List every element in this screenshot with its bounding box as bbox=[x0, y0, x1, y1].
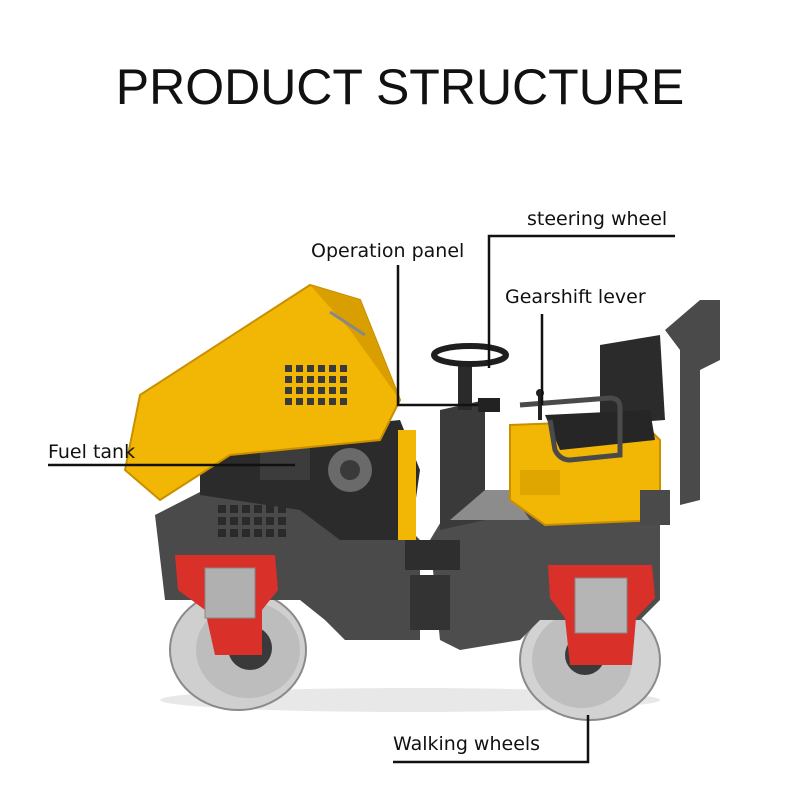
engine-hood bbox=[123, 283, 402, 502]
leader-steering-wheel bbox=[487, 234, 675, 368]
label-fuel-tank: Fuel tank bbox=[48, 441, 136, 463]
page-title: PRODUCT STRUCTURE bbox=[115, 59, 685, 115]
seat bbox=[545, 335, 665, 450]
leader-operation-panel bbox=[396, 265, 478, 407]
steering-column bbox=[431, 343, 509, 530]
steering-wheel-shape bbox=[431, 343, 509, 367]
label-steering-wheel: steering wheel bbox=[527, 208, 668, 230]
leader-lines bbox=[48, 234, 675, 764]
leader-walking-wheels bbox=[393, 715, 590, 764]
label-operation-panel: Operation panel bbox=[311, 240, 465, 262]
yellow-side-panel bbox=[398, 430, 416, 540]
rops-frame bbox=[640, 300, 720, 525]
front-bracket bbox=[548, 565, 655, 665]
label-gearshift-lever: Gearshift lever bbox=[505, 286, 646, 308]
rear-bracket bbox=[175, 555, 278, 655]
label-walking-wheels: Walking wheels bbox=[393, 733, 541, 755]
handrail bbox=[519, 395, 623, 463]
